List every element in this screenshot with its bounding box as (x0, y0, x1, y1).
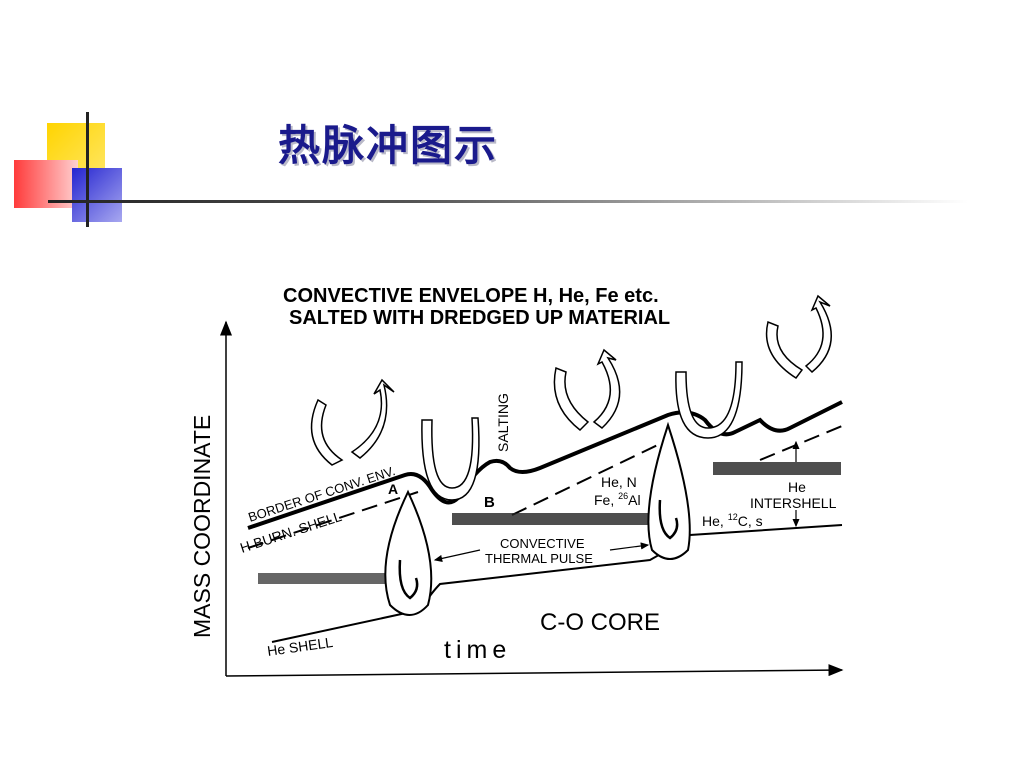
pulse-pointer-right (609, 542, 650, 551)
dredge-up-u-arrow-2 (675, 361, 743, 439)
fe-prefix: Fe, (594, 492, 618, 508)
x-axis (225, 664, 844, 677)
thermal-pulse-drop-1 (384, 489, 433, 616)
envelope-swirl-arrow-3 (553, 366, 590, 431)
envelope-swirl-arrow-6 (804, 294, 832, 374)
point-b-label: B (484, 494, 495, 511)
thermal-pulse-label: THERMAL PULSE (485, 551, 593, 566)
al-symbol: Al (628, 492, 640, 508)
co-core-label: C-O CORE (540, 609, 660, 636)
shaded-layer-middle (452, 513, 662, 525)
x-axis-label: time (444, 636, 511, 664)
shaded-layer-left (258, 573, 388, 584)
al-mass-number: 26 (618, 491, 628, 501)
decor-blue-square (72, 168, 122, 222)
y-axis-label: MASS COORDINATE (189, 415, 215, 638)
convective-label: CONVECTIVE (500, 536, 585, 551)
c-suffix: C, s (738, 513, 763, 529)
he-shell-label: He SHELL (266, 634, 334, 659)
he-label: He (788, 479, 806, 495)
envelope-swirl-arrow-5 (765, 320, 804, 380)
salting-label: SALTING (495, 393, 511, 452)
shaded-layer-right (713, 462, 841, 475)
point-a-label: A (388, 481, 398, 497)
thermal-pulse-loop-1 (398, 559, 419, 600)
he-c-prefix: He, (702, 513, 728, 529)
envelope-swirl-arrow-2 (350, 378, 395, 459)
thermal-pulse-loop-2 (658, 499, 679, 540)
dredge-up-u-arrow-1 (421, 417, 480, 501)
decor-horizontal-rule (48, 200, 968, 203)
decor-vertical-line (86, 112, 89, 227)
pulse-pointer-left (433, 549, 481, 562)
envelope-swirl-arrow-4 (592, 348, 621, 429)
he-c-s-label: He, 12C, s (702, 512, 763, 529)
intershell-label: INTERSHELL (750, 495, 837, 511)
envelope-swirl-arrow-1 (310, 398, 344, 466)
slide-title: 热脉冲图示 (278, 121, 499, 170)
he-n-label: He, N (601, 474, 637, 490)
diagram-header-line1: CONVECTIVE ENVELOPE H, He, Fe etc. (283, 285, 659, 307)
h-burning-shell-line (247, 425, 843, 549)
c-mass-number: 12 (728, 512, 738, 522)
envelope-border-line (247, 400, 843, 530)
diagram-header-line2: SALTED WITH DREDGED UP MATERIAL (289, 307, 670, 329)
thermal-pulse-drop-2 (647, 421, 691, 560)
fe-al-label: Fe, 26Al (594, 491, 641, 508)
